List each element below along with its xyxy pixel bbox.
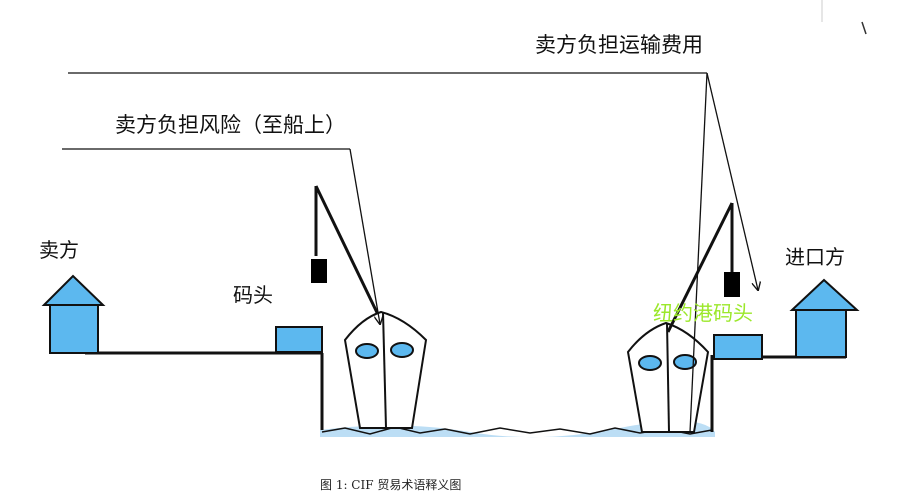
transport-cost-label: 卖方负担运输费用 [535,33,703,57]
right-ground [710,355,846,432]
left-cargo-box [275,326,323,353]
seller-label: 卖方 [39,238,79,262]
right-cargo-box [713,334,763,360]
ny-port-wharf-label: 纽约港码头 [653,301,753,325]
left-ground [85,351,324,430]
stray-marks [821,0,867,35]
risk-pointer [62,148,380,324]
seller-house [41,274,106,354]
left-crane [311,185,385,326]
wharf-label: 码头 [233,283,273,307]
risk-label: 卖方负担风险（至船上） [115,113,346,137]
transport-cost-pointer [68,72,758,433]
importer-house [789,278,860,358]
right-ship [626,321,710,433]
figure-caption: 图 1: CIF 贸易术语释义图 [320,478,461,492]
importer-label: 进口方 [785,245,845,269]
right-crane [666,202,740,333]
left-ship [343,310,428,429]
